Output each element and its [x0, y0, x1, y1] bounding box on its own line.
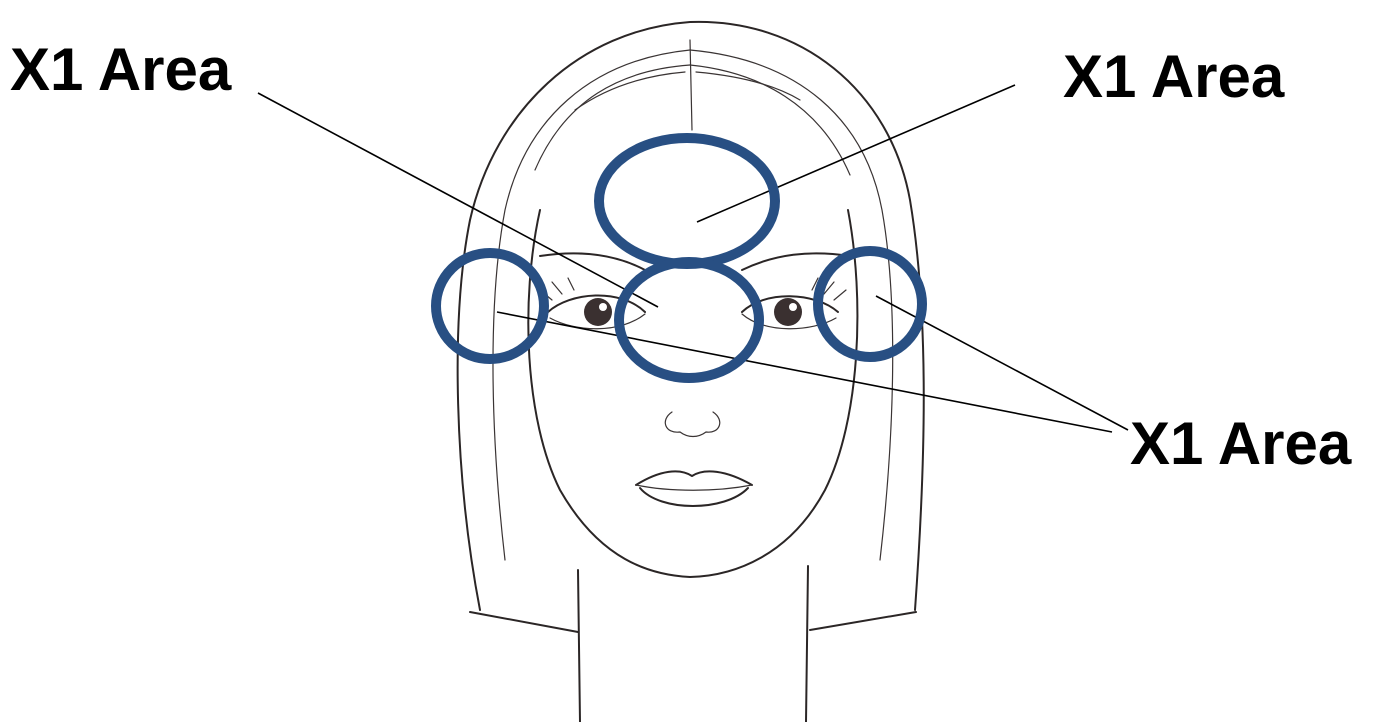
- forehead-area-ring: [599, 138, 775, 264]
- area-label-top-left: X1 Area: [10, 40, 231, 100]
- between-eyes-area-ring: [619, 262, 759, 378]
- face-outline: [528, 210, 857, 722]
- nose: [665, 412, 719, 437]
- right-eye-corner-area-ring: [818, 251, 922, 357]
- area-label-bottom-right: X1 Area: [1130, 414, 1351, 474]
- lips: [636, 471, 752, 506]
- area-label-top-right: X1 Area: [1063, 47, 1284, 107]
